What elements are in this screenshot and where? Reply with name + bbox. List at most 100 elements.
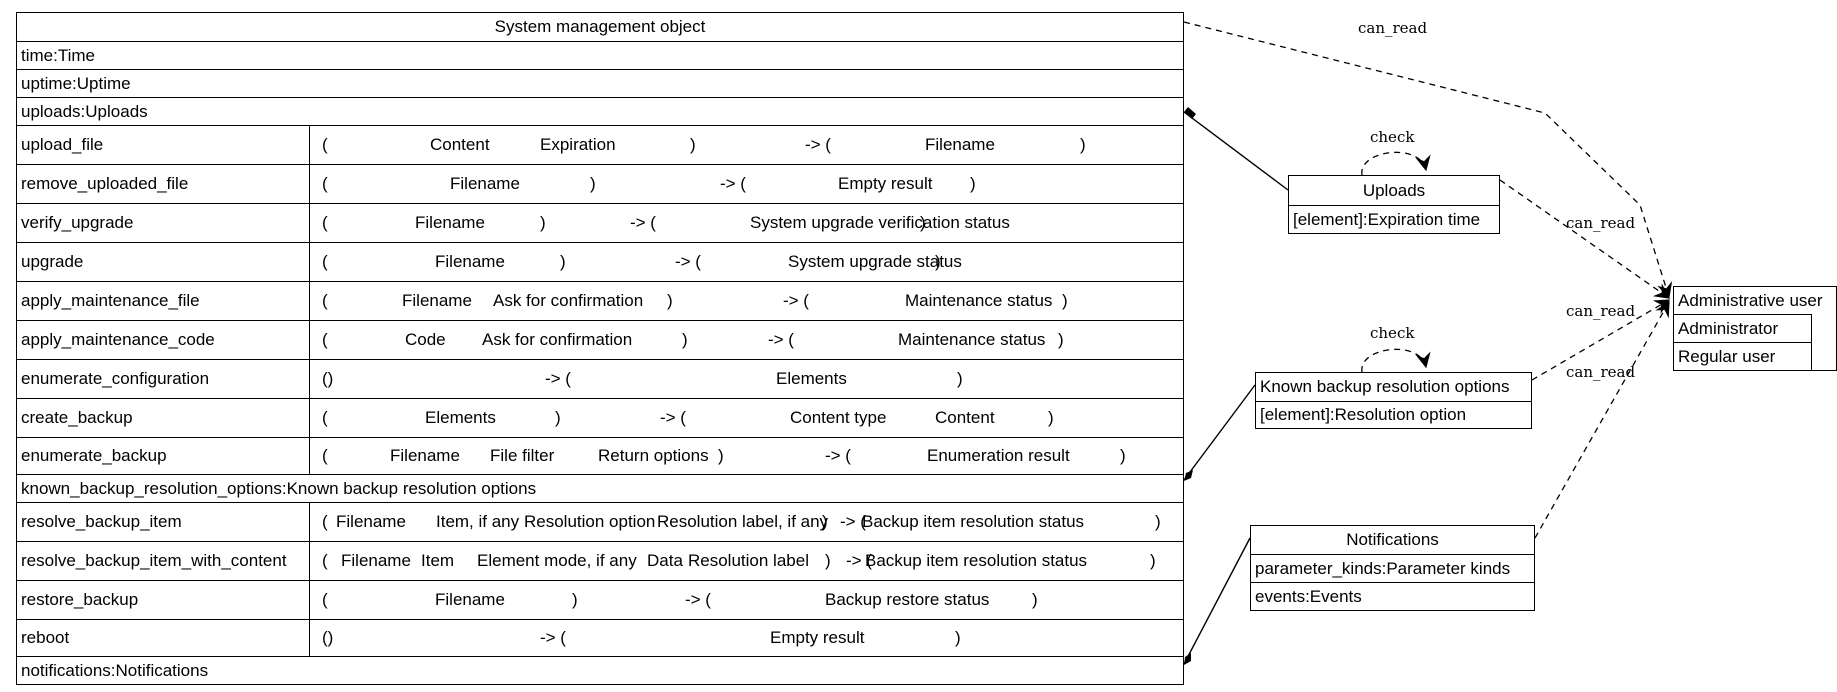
class-title-text: System management object	[494, 17, 706, 36]
notifications-title: Notifications	[1346, 530, 1439, 549]
signature-token: )	[1155, 512, 1161, 531]
backup-options-title: Known backup resolution options	[1260, 377, 1510, 396]
edge-label-can-read: can_read	[1566, 214, 1635, 232]
edge-label-check-backup: check	[1370, 324, 1415, 342]
can-read-edge-main	[1183, 21, 1673, 299]
uploads-box: Uploads [element]:Expiration time	[1288, 175, 1500, 234]
method-name: apply_maintenance_code	[21, 330, 215, 349]
composition-diamond	[1184, 653, 1191, 665]
signature-token: Filename	[435, 252, 505, 271]
signature-token: Backup item resolution status	[862, 512, 1085, 531]
signature-token: Resolution option	[524, 512, 656, 531]
notifications-field-row: events:Events	[1251, 582, 1534, 610]
signature-token: Elements	[776, 369, 847, 388]
method-signature: (Filename)-> (System upgrade verificatio…	[309, 204, 1183, 242]
signature-token: (	[322, 446, 328, 465]
field-row: time:Time	[17, 41, 1183, 69]
signature-token: (	[322, 213, 328, 232]
signature-token: -> (	[720, 174, 746, 193]
field-row: known_backup_resolution_options:Known ba…	[17, 474, 1183, 502]
signature-token: )	[1048, 408, 1054, 427]
uploads-check-loop	[1361, 151, 1431, 176]
system-management-object-box: System management object time:Time uptim…	[16, 12, 1184, 685]
signature-token: Filename	[450, 174, 520, 193]
signature-token: )	[935, 252, 941, 271]
field-notifications: notifications:Notifications	[21, 660, 209, 680]
signature-token: Empty result	[838, 174, 933, 193]
signature-token: Resolution label	[688, 551, 809, 570]
signature-token: Return options	[598, 446, 709, 465]
backup-options-title-row: Known backup resolution options	[1256, 373, 1531, 401]
signature-token: ()	[322, 628, 334, 647]
signature-token: -> (	[768, 330, 794, 349]
backup-check-loop	[1361, 348, 1431, 373]
admin-item-row: Regular user	[1674, 342, 1812, 370]
can-read-edge-notifications	[1534, 300, 1670, 539]
method-row: upgrade(Filename)-> (System upgrade stat…	[17, 242, 1183, 281]
signature-token: Filename	[415, 213, 485, 232]
signature-token: )	[690, 135, 696, 154]
notifications-field-params: parameter_kinds:Parameter kinds	[1255, 558, 1511, 578]
signature-token: Content type	[790, 408, 887, 427]
signature-token: )	[560, 252, 566, 271]
signature-token: -> (	[545, 369, 571, 388]
signature-token: )	[590, 174, 596, 193]
composition-diamond	[1184, 470, 1193, 481]
signature-token: )	[667, 291, 673, 310]
method-name: upgrade	[21, 252, 84, 271]
signature-token: )	[540, 213, 546, 232]
composition-notifications-line	[1183, 537, 1251, 665]
method-row: resolve_backup_item_with_content(Filenam…	[17, 541, 1183, 580]
signature-token: Ask for confirmation	[493, 291, 644, 310]
signature-token: Maintenance status	[905, 291, 1053, 310]
signature-token: (	[322, 135, 328, 154]
signature-token: Item	[421, 551, 455, 570]
signature-token: ()	[322, 369, 334, 388]
method-signature: ()-> (Empty result)	[309, 620, 1183, 656]
field-uploads: uploads:Uploads	[21, 101, 148, 121]
admin-user-box: Administrative user Administrator Regula…	[1673, 286, 1837, 371]
method-row: remove_uploaded_file(Filename)-> (Empty …	[17, 164, 1183, 203]
admin-item-row: Administrator	[1674, 314, 1812, 342]
field-row: notifications:Notifications	[17, 656, 1183, 684]
method-name: upload_file	[21, 135, 104, 154]
signature-token: )	[682, 330, 688, 349]
method-name: enumerate_backup	[21, 446, 167, 465]
signature-token: (	[322, 252, 328, 271]
signature-token: -> (	[675, 252, 701, 271]
backup-options-field: [element]:Resolution option	[1260, 405, 1467, 424]
signature-token: Ask for confirmation	[482, 330, 633, 349]
signature-token: (	[322, 330, 328, 349]
signature-token: )	[1150, 551, 1156, 570]
method-row: verify_upgrade(Filename)-> (System upgra…	[17, 203, 1183, 242]
edge-label-can-read: can_read	[1566, 363, 1635, 381]
signature-token: )	[555, 408, 561, 427]
method-signature: (Filename)-> (Empty result)	[309, 165, 1183, 203]
signature-token: Element mode, if any	[477, 551, 637, 570]
signature-token: )	[955, 628, 961, 647]
method-signature: (Filename)-> (Backup restore status)	[309, 581, 1183, 619]
method-row: restore_backup(Filename)-> (Backup resto…	[17, 580, 1183, 619]
signature-token: Filename	[402, 291, 472, 310]
composition-uploads-line	[1183, 111, 1289, 191]
field-time: time:Time	[21, 45, 95, 65]
method-signature: (Filename)-> (System upgrade status)	[309, 243, 1183, 281]
signature-token: (	[322, 174, 328, 193]
field-row: uploads:Uploads	[17, 97, 1183, 125]
signature-token: Elements	[425, 408, 496, 427]
signature-token: )	[1120, 446, 1126, 465]
composition-diamond	[1184, 107, 1196, 119]
signature-token: Backup item resolution status	[865, 551, 1088, 570]
admin-item-regular: Regular user	[1678, 346, 1776, 366]
signature-token: Filename	[925, 135, 995, 154]
method-name: resolve_backup_item	[21, 512, 182, 531]
